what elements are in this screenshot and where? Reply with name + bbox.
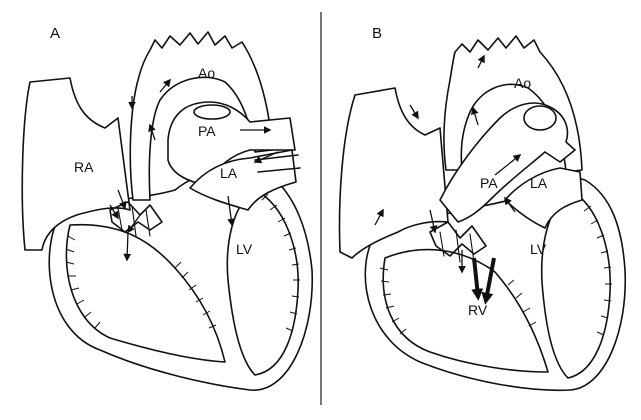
panel-a-label-la: LA xyxy=(220,165,238,181)
panel-b-label-lv: LV xyxy=(530,241,547,257)
panel-b-left-atrium xyxy=(504,167,583,229)
panel-a-tricuspid-valve xyxy=(109,201,163,233)
panel-b-pulmonary-artery xyxy=(439,102,576,223)
panel-a-rv-cavity xyxy=(65,223,226,363)
panel-b: B Ao PA LA LV RV xyxy=(338,25,627,392)
panel-b-letter: B xyxy=(372,25,382,42)
panel-a-lv-cavity xyxy=(226,189,299,376)
panel-b-right-atrium xyxy=(338,87,449,259)
panel-a-pa-ring xyxy=(193,104,231,120)
panel-b-label-rv: RV xyxy=(468,302,488,318)
panel-a-label-ra: RA xyxy=(74,159,94,175)
panel-a-flow-arrows xyxy=(109,78,279,262)
panel-b-lv-cavity xyxy=(540,189,611,379)
panel-a-pulmonary-artery xyxy=(167,101,296,186)
panel-b-trabeculae xyxy=(379,193,612,336)
panel-a-label-ao: Ao xyxy=(198,65,215,81)
panel-b-label-la: LA xyxy=(530,175,548,191)
panel-a-trabeculae xyxy=(65,193,300,332)
panel-a: A RA Ao PA LA LV xyxy=(21,25,314,391)
panel-b-pa-ring xyxy=(523,105,557,131)
panel-a-letter: A xyxy=(50,25,60,42)
panel-a-left-atrium xyxy=(189,149,297,211)
panel-a-right-atrium xyxy=(21,77,131,251)
panel-b-flow-arrows xyxy=(374,54,522,305)
panel-b-label-pa: PA xyxy=(480,175,498,191)
panel-b-aorta xyxy=(443,35,583,173)
panel-b-label-ao: Ao xyxy=(514,75,531,91)
panel-a-label-pa: PA xyxy=(198,123,216,139)
panel-a-label-lv: LV xyxy=(236,241,253,257)
panel-b-valve-leaflets xyxy=(439,229,475,263)
